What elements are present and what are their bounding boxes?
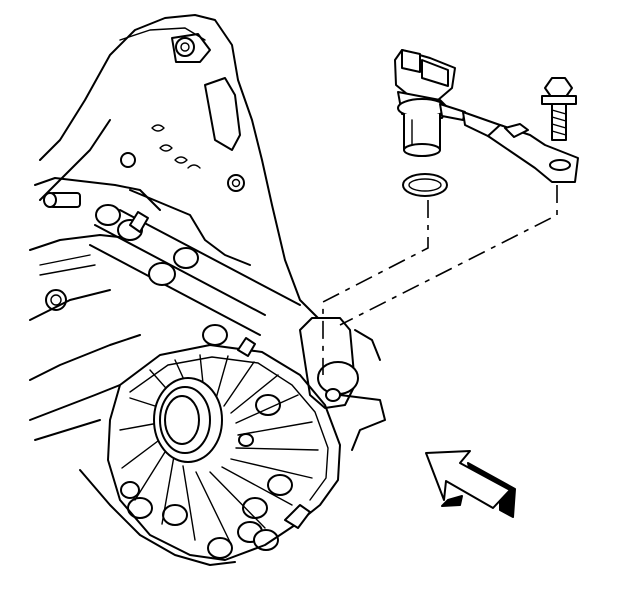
alignment-lines: [322, 185, 558, 375]
direction-arrow-icon: [425, 450, 516, 518]
bolt-icon: [541, 77, 577, 141]
o-ring-icon: [402, 173, 448, 197]
bracket-icon: [462, 111, 579, 183]
speed-sensor-icon: [394, 49, 466, 157]
transaxle-case-icon: [29, 14, 386, 566]
